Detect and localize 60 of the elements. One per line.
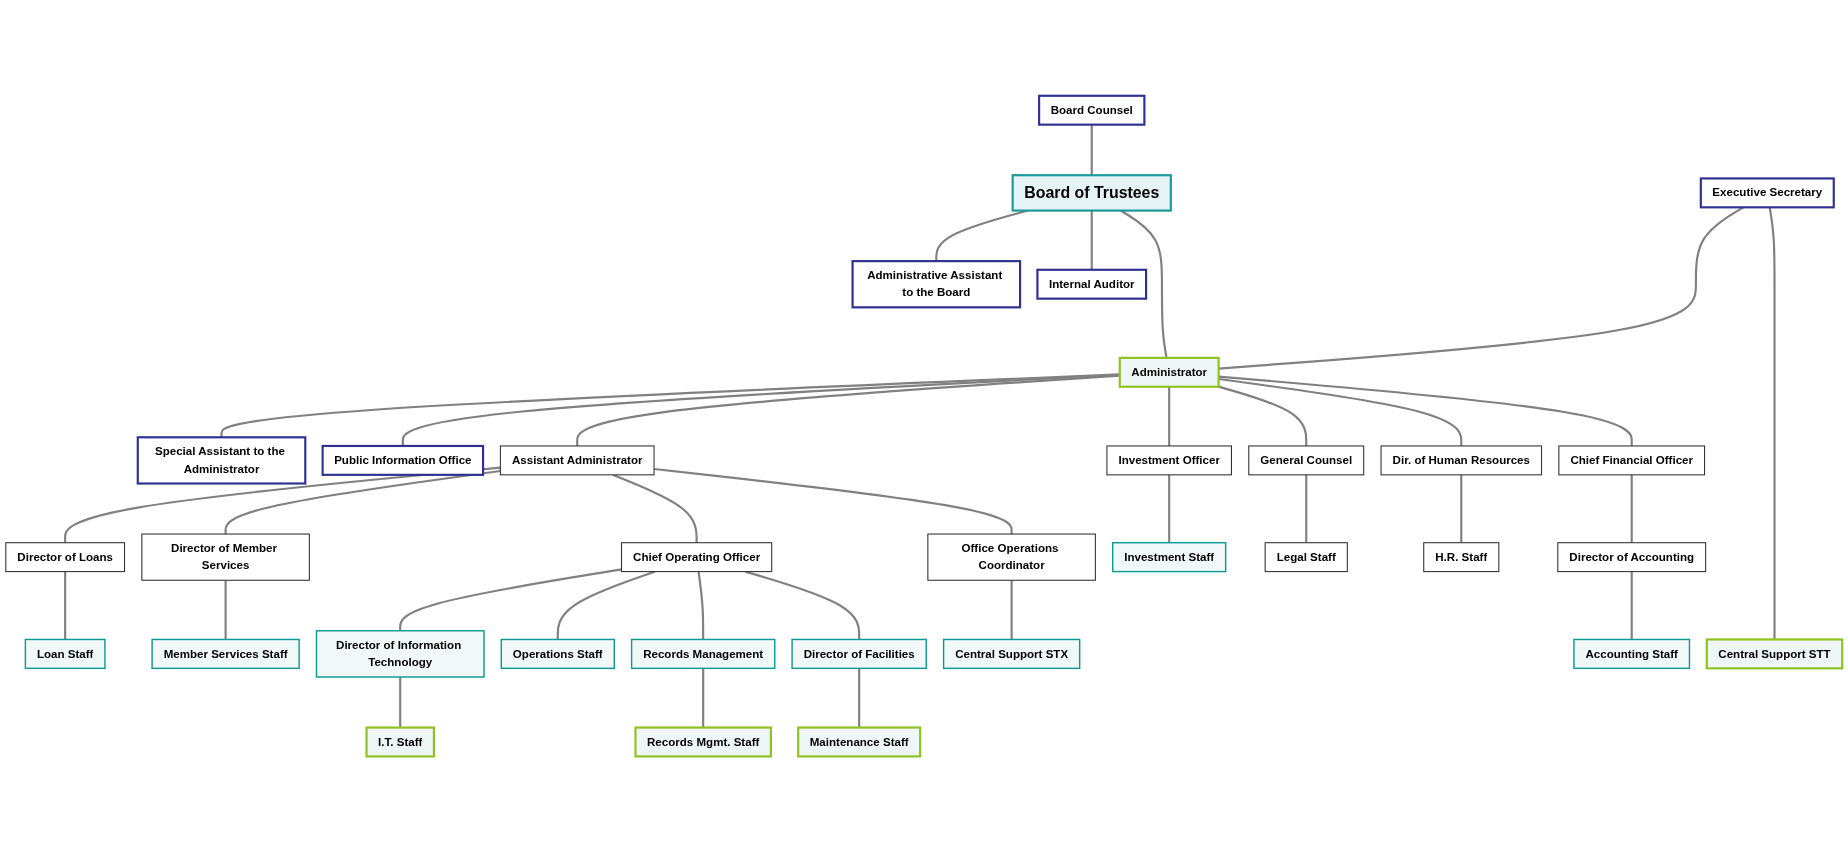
- node-box: Director of Facilities: [791, 638, 927, 669]
- node-box: Maintenance Staff: [797, 726, 922, 758]
- node-box: Records Mgmt. Staff: [634, 726, 772, 758]
- node-box: Loan Staff: [24, 638, 106, 669]
- node-box: Investment Officer: [1106, 445, 1232, 476]
- node-box: Director of Accounting: [1557, 542, 1707, 572]
- node-box: Legal Staff: [1264, 542, 1348, 572]
- node-box: Board Counsel: [1038, 94, 1146, 126]
- connector: [1460, 474, 1463, 543]
- node-box: Board of Trustees: [1011, 174, 1172, 212]
- connector: [1630, 571, 1633, 640]
- connector: [220, 373, 1120, 438]
- connector: [224, 580, 227, 640]
- connector: [612, 473, 698, 543]
- node-box: Director of Information Technology: [315, 629, 485, 678]
- connector: [64, 571, 67, 640]
- node-box: Operations Staff: [500, 638, 615, 669]
- connector: [1168, 386, 1171, 446]
- node-box: Dir. of Human Resources: [1380, 445, 1543, 476]
- node-box: Office Operations Coordinator: [927, 533, 1096, 581]
- connector: [1768, 207, 1776, 640]
- node-box: H.R. Staff: [1423, 542, 1500, 572]
- node-box: Administrator: [1118, 356, 1220, 388]
- node-box: Executive Secretary: [1699, 177, 1835, 209]
- connector: [1305, 474, 1308, 543]
- node-box: General Counsel: [1248, 445, 1365, 476]
- connector: [1218, 377, 1463, 446]
- node-box: Central Support STX: [942, 638, 1081, 669]
- node-box: Member Services Staff: [151, 638, 300, 669]
- node-box: Accounting Staff: [1573, 638, 1691, 669]
- connector: [1090, 124, 1093, 176]
- node-box: Central Support STT: [1705, 638, 1844, 670]
- node-box: Director of Member Services: [141, 533, 310, 581]
- connector: [556, 570, 656, 640]
- node-box: Chief Financial Officer: [1558, 445, 1706, 476]
- node-box: I.T. Staff: [365, 726, 435, 758]
- node-box: Public Information Office: [321, 444, 485, 476]
- connector: [744, 570, 861, 640]
- node-box: Chief Operating Officer: [620, 542, 773, 572]
- node-box: Special Assistant to the Administrator: [136, 436, 307, 485]
- node-box: Internal Auditor: [1036, 268, 1148, 300]
- connector: [224, 469, 501, 534]
- connector: [1090, 210, 1093, 270]
- node-box: Administrative Assistant to the Board: [851, 259, 1022, 309]
- connector: [1630, 474, 1633, 543]
- connector: [858, 668, 861, 728]
- connector: [697, 571, 705, 640]
- connector: [399, 676, 402, 728]
- connector: [702, 668, 705, 728]
- node-box: Assistant Administrator: [499, 445, 655, 476]
- connector: [399, 568, 622, 631]
- connector: [401, 373, 1120, 446]
- connector: [1218, 375, 1633, 446]
- connector: [1218, 385, 1308, 446]
- connector: [576, 374, 1120, 446]
- connector: [1168, 474, 1171, 543]
- node-box: Investment Staff: [1112, 541, 1227, 573]
- node-box: Director of Loans: [5, 542, 126, 572]
- node-box: Records Management: [630, 638, 776, 669]
- connector: [1010, 580, 1013, 640]
